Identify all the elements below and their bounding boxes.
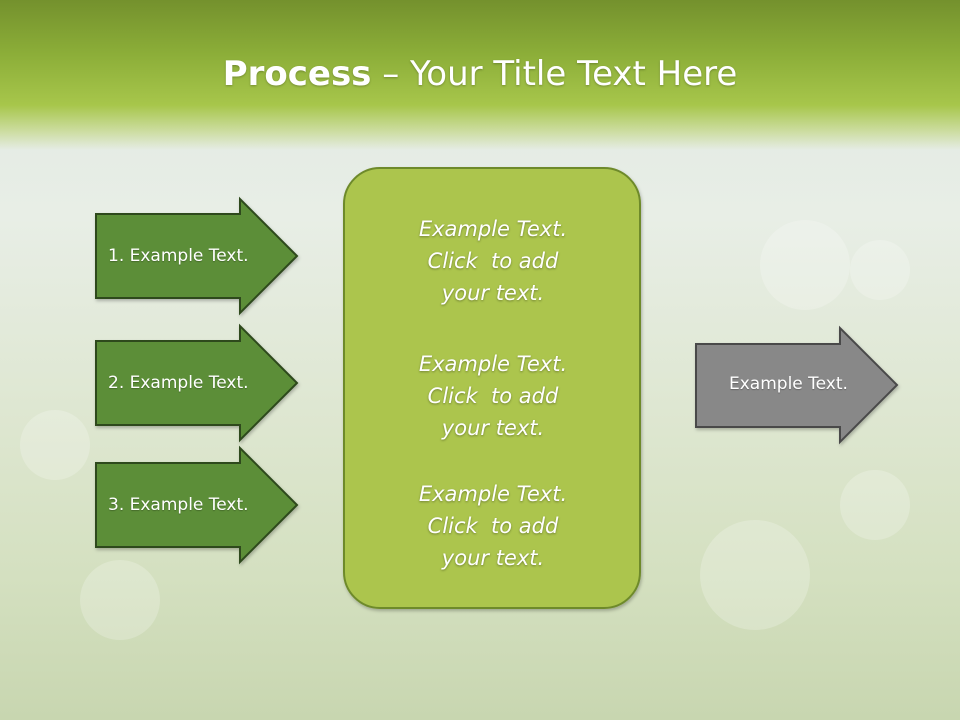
step-2-label: 2. Example Text. — [108, 373, 249, 393]
center-text-line: your text. — [441, 416, 545, 440]
slide-title: Process – Your Title Text Here — [0, 52, 960, 96]
step-3-arrow[interactable] — [95, 445, 299, 565]
center-text-line: Click to add — [427, 249, 559, 273]
bokeh-decoration — [700, 520, 810, 630]
bokeh-decoration — [20, 410, 90, 480]
center-text-line: Example Text. — [418, 217, 568, 241]
bokeh-decoration — [850, 240, 910, 300]
bokeh-decoration — [760, 220, 850, 310]
title-bold: Process — [222, 54, 372, 94]
center-text-line: Click to add — [427, 384, 559, 408]
center-box[interactable] — [343, 167, 641, 609]
output-label: Example Text. — [729, 374, 848, 394]
title-band — [0, 0, 960, 150]
bokeh-decoration — [80, 560, 160, 640]
center-text-line: your text. — [441, 281, 545, 305]
step-3-label: 3. Example Text. — [108, 495, 249, 515]
center-text-line: Example Text. — [418, 352, 568, 376]
center-text-line: your text. — [441, 546, 545, 570]
step-1-label: 1. Example Text. — [108, 246, 249, 266]
center-text-line: Click to add — [427, 514, 559, 538]
center-text-block-3: Example Text. Click to add your text. — [346, 478, 640, 574]
center-text-block-2: Example Text. Click to add your text. — [346, 348, 640, 444]
output-arrow[interactable] — [695, 325, 899, 445]
bokeh-decoration — [840, 470, 910, 540]
step-2-arrow[interactable] — [95, 323, 299, 443]
center-text-line: Example Text. — [418, 482, 568, 506]
title-rest: – Your Title Text Here — [371, 54, 738, 94]
center-text-block-1: Example Text. Click to add your text. — [346, 213, 640, 309]
step-1-arrow[interactable] — [95, 196, 299, 316]
